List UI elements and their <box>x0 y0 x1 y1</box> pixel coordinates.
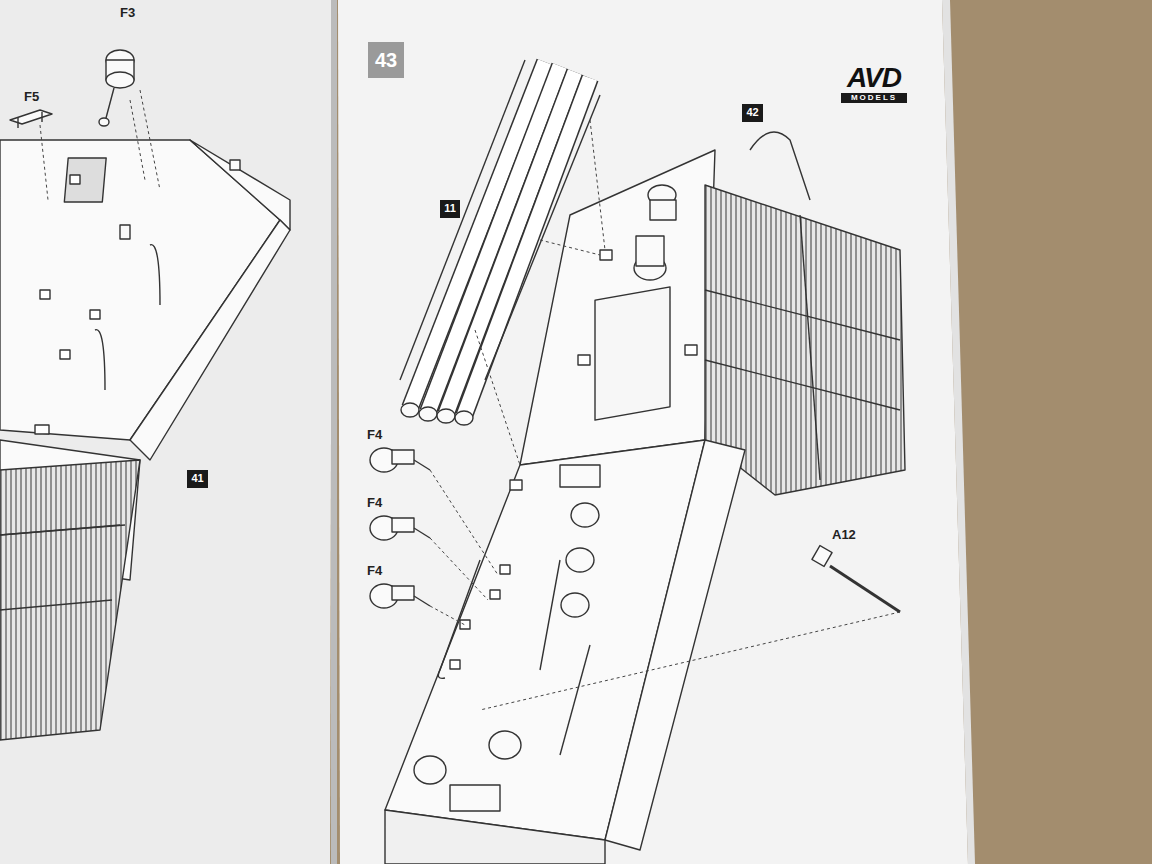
part-label: F4 <box>367 564 382 577</box>
brand-subtitle: MODELS <box>841 93 907 103</box>
part-label: F4 <box>367 428 382 441</box>
callout-text: 43 <box>375 50 397 71</box>
callout-number: 41 <box>187 470 208 488</box>
callout-text: 42 <box>746 107 758 119</box>
brand-name: AVD <box>847 63 901 92</box>
part-label: F3 <box>120 6 135 19</box>
callout-number: 11 <box>440 200 460 218</box>
step-number: 43 <box>368 42 404 78</box>
part-label: F4 <box>367 496 382 509</box>
callout-number: 42 <box>742 104 763 122</box>
callout-text: 11 <box>444 203 456 215</box>
part-label: F5 <box>24 90 39 103</box>
part-label: A12 <box>832 528 856 541</box>
brand-logo: AVDMODELS <box>838 60 910 106</box>
callout-text: 41 <box>191 473 203 485</box>
